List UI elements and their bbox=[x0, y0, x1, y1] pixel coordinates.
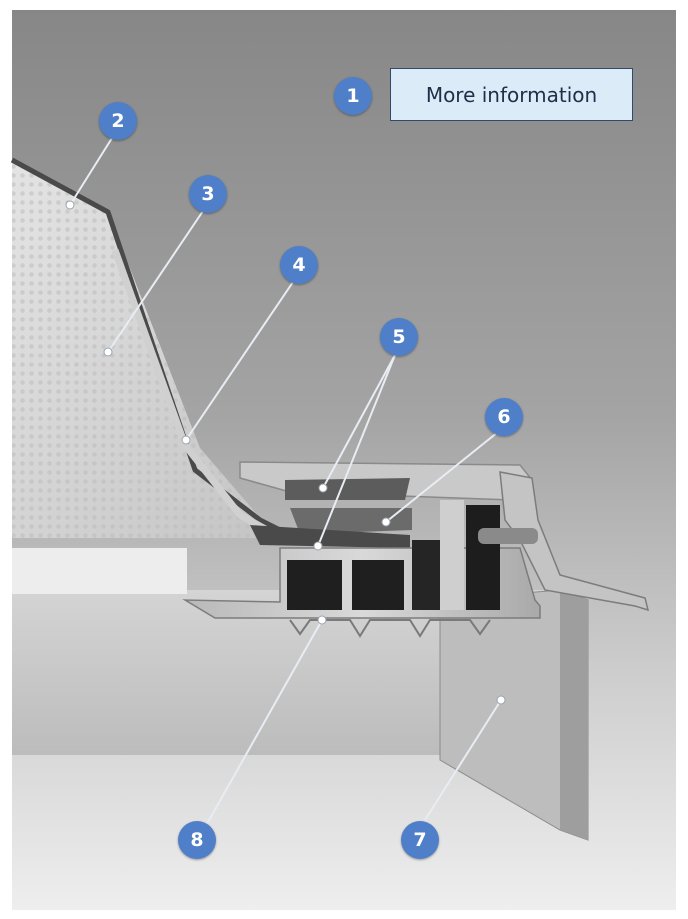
marker-3[interactable]: 3 bbox=[189, 175, 227, 213]
marker-1[interactable]: 1 bbox=[334, 77, 372, 115]
profile-teeth bbox=[289, 619, 491, 638]
more-information-button[interactable]: More information bbox=[390, 68, 633, 121]
profile-chamber bbox=[412, 540, 442, 610]
upstand-edge bbox=[560, 590, 588, 840]
marker-2[interactable]: 2 bbox=[99, 102, 137, 140]
floor-ledge bbox=[12, 548, 187, 594]
profile-chamber bbox=[287, 560, 342, 610]
marker-5[interactable]: 5 bbox=[380, 318, 418, 356]
marker-4[interactable]: 4 bbox=[280, 246, 318, 284]
profile-chamber bbox=[352, 560, 404, 610]
marker-7[interactable]: 7 bbox=[401, 821, 439, 859]
lower-seal bbox=[250, 525, 410, 548]
marker-8[interactable]: 8 bbox=[178, 821, 216, 859]
target-dots bbox=[65, 200, 506, 705]
insulation-texture bbox=[12, 160, 280, 538]
upper-gasket bbox=[285, 478, 410, 500]
fixing-screw bbox=[478, 528, 538, 544]
glazing-bar-seal bbox=[290, 508, 412, 534]
profile-chamber bbox=[466, 505, 500, 610]
profile-wall bbox=[440, 500, 464, 610]
marker-6[interactable]: 6 bbox=[485, 398, 523, 436]
leader-lines bbox=[69, 137, 502, 823]
